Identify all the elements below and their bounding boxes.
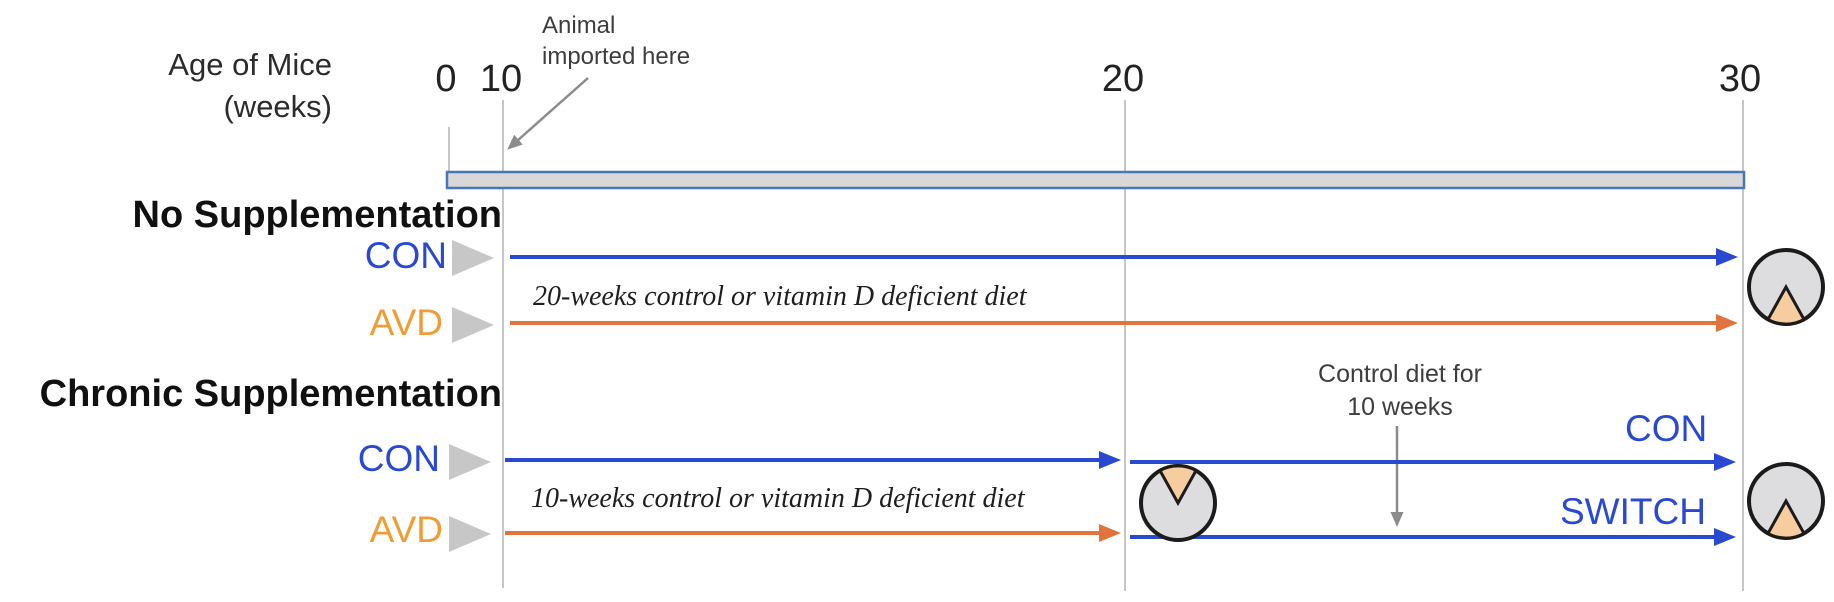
- pie-wedge-down: [1765, 283, 1807, 326]
- section-title-chronic-supplementation: Chronic Supplementation: [39, 373, 502, 415]
- axis-title: Age of Mice (weeks): [120, 44, 332, 128]
- timepoint-pie-icon-chronic-20wk: [1139, 464, 1217, 542]
- nosupp-con-label: CON: [364, 235, 447, 276]
- pie-wedge-down: [1765, 497, 1807, 540]
- chronic-outcome-switch-label: SWITCH: [1560, 491, 1706, 532]
- nosupp-avd-label: AVD: [369, 302, 443, 343]
- pie-wedge-up: [1157, 464, 1199, 507]
- chronic-diet-note: 10-weeks control or vitamin D deficient …: [531, 483, 1025, 514]
- con2-marker-triangle-icon: [449, 444, 491, 480]
- tick-week-10: 10: [479, 58, 523, 100]
- chronic-outcome-con-label: CON: [1625, 408, 1708, 449]
- timepoint-pie-icon-chronic-30wk: [1747, 462, 1825, 540]
- timepoint-pie-icon-nosupp-30wk: [1747, 248, 1825, 326]
- con1-marker-triangle-icon: [452, 240, 494, 276]
- control-diet-line2: 10 weeks: [1347, 393, 1453, 421]
- nosupp-diet-note: 20-weeks control or vitamin D deficient …: [533, 281, 1027, 312]
- chronic-avd-label: AVD: [369, 509, 443, 550]
- axis-title-line1: Age of Mice: [168, 47, 332, 82]
- axis-title-line2: (weeks): [223, 89, 332, 124]
- tick-week-30: 30: [1718, 58, 1762, 100]
- import-annotation-line2: imported here: [542, 43, 691, 70]
- section-title-no-supplementation: No Supplementation: [132, 194, 502, 236]
- chronic-con-label: CON: [357, 438, 440, 479]
- import-annotation-arrow: [507, 77, 589, 150]
- import-annotation: Animal imported here: [542, 10, 690, 72]
- tick-week-0: 0: [435, 58, 457, 100]
- timeline-bar: [445, 170, 1746, 190]
- import-annotation-line1: Animal: [542, 12, 616, 39]
- control-diet-line1: Control diet for: [1318, 360, 1482, 388]
- avd2-marker-triangle-icon: [449, 516, 491, 552]
- control-diet-annotation: Control diet for 10 weeks: [1290, 358, 1510, 424]
- avd1-marker-triangle-icon: [452, 307, 494, 343]
- tick-week-20: 20: [1101, 58, 1145, 100]
